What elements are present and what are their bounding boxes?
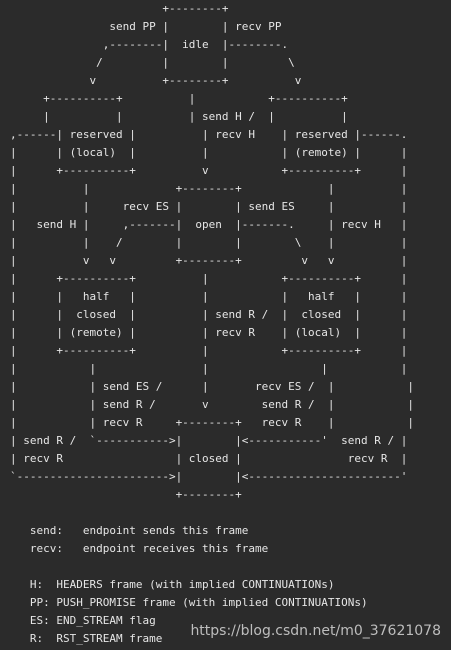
stream-state-diagram: +--------+ send PP | | recv PP ,--------… (10, 2, 414, 645)
source-watermark: https://blog.csdn.net/m0_37621078 (190, 623, 441, 639)
